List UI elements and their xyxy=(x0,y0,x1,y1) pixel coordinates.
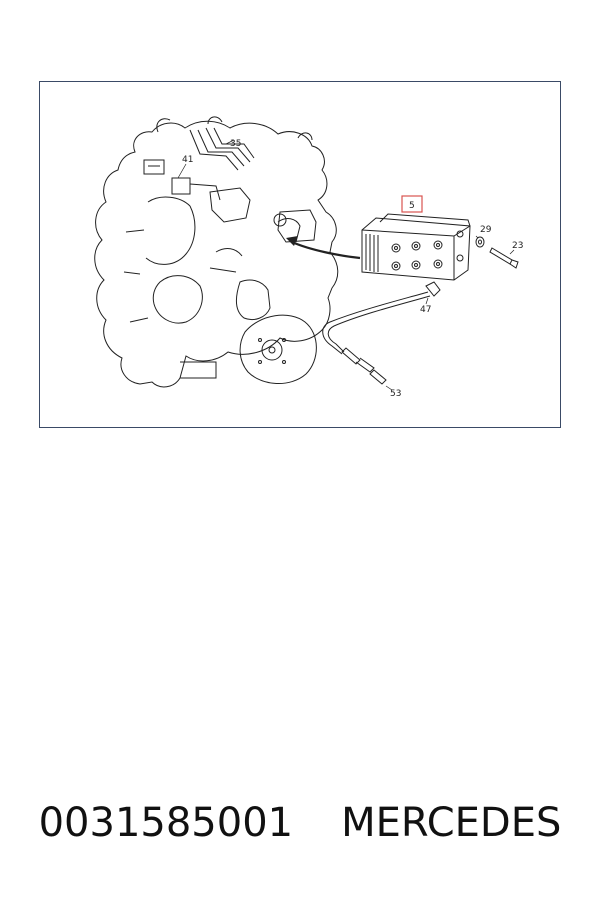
brand-name: MERCEDES xyxy=(341,800,562,846)
diagram-frame: 35 41 5 29 23 47 53 xyxy=(39,81,561,428)
part-info-line: 0031585001 MERCEDES xyxy=(0,800,600,860)
part-number: 0031585001 xyxy=(38,800,294,846)
callout-35: 35 xyxy=(230,139,241,149)
callout-53: 53 xyxy=(390,389,401,399)
engine-exploded-diagram: 35 41 5 29 23 47 53 xyxy=(94,116,523,399)
assembly-arrow xyxy=(286,236,361,260)
bolt-part-23 xyxy=(489,247,519,269)
sensor-lead-part-47-53 xyxy=(322,281,441,385)
washer-part-29 xyxy=(475,236,485,248)
callout-47: 47 xyxy=(420,305,431,315)
engine-block xyxy=(94,116,339,388)
leader-lines xyxy=(177,139,515,391)
callout-41: 41 xyxy=(182,155,193,165)
callout-23: 23 xyxy=(512,241,523,251)
callout-5-highlight-box xyxy=(401,195,423,213)
oil-cooler-part-5 xyxy=(361,213,471,281)
callout-29: 29 xyxy=(480,225,492,235)
callout-5: 5 xyxy=(409,201,415,211)
